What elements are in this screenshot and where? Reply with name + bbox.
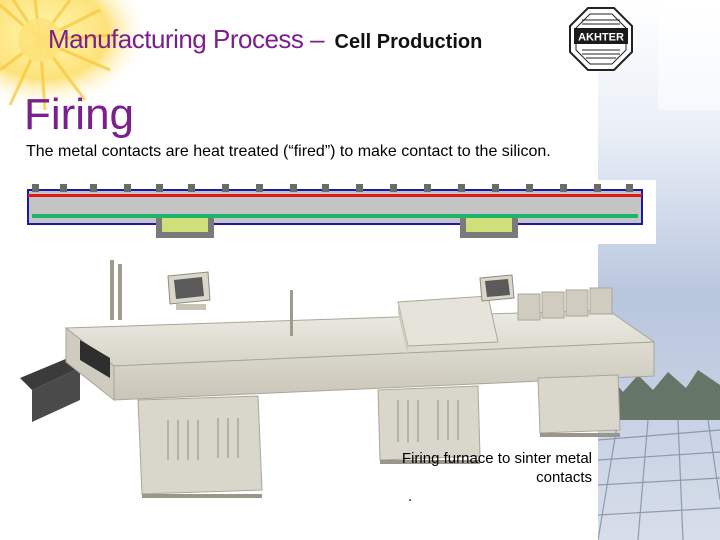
solar-panel-strip — [598, 0, 720, 540]
akhter-logo: AKHTER — [569, 7, 633, 71]
back-layer — [32, 214, 638, 218]
section-heading: Firing — [24, 90, 135, 139]
rear-contact-pads — [156, 218, 518, 238]
firing-furnace-image — [20, 260, 656, 498]
logo-text: AKHTER — [578, 32, 624, 44]
cell-cross-section-diagram — [26, 180, 656, 244]
sun-decoration — [0, 0, 150, 110]
top-contacts — [32, 184, 633, 192]
caption-dot: . — [408, 488, 413, 505]
section-description: The metal contacts are heat treated (“fi… — [26, 143, 551, 160]
slide-title: Manufacturing Process – Cell Production — [48, 24, 482, 55]
figure-caption: Firing furnace to sinter metal contacts — [401, 450, 592, 486]
emitter-layer — [28, 194, 642, 197]
title-main-text: Manufacturing Process – — [48, 24, 325, 54]
title-sub-text: Cell Production — [334, 31, 483, 53]
